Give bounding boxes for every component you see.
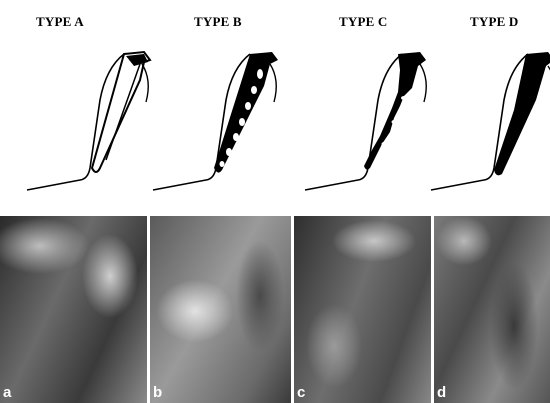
panel-letter-b: b (153, 385, 162, 400)
radiograph-panel-d: d (434, 216, 550, 403)
type-c-label: TYPE C (339, 14, 388, 30)
type-b-diagram (148, 40, 298, 200)
radiograph-panel-c: c (294, 216, 431, 403)
type-d-diagram (426, 40, 550, 200)
radiograph-panel-b: b (150, 216, 291, 403)
panel-letter-a: a (3, 385, 11, 400)
panel-letter-d: d (437, 385, 446, 400)
type-a-label: TYPE A (36, 14, 84, 30)
panel-letter-c: c (297, 385, 305, 400)
type-b-label: TYPE B (194, 14, 242, 30)
radiograph-panel-a: a (0, 216, 147, 403)
type-d-label: TYPE D (470, 14, 519, 30)
